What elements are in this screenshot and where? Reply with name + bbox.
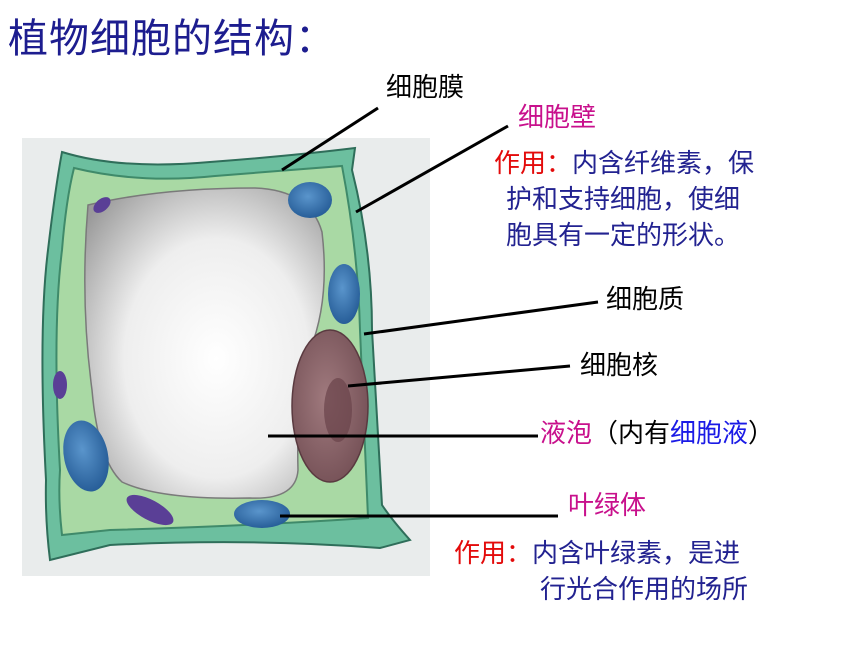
function-prefix: 作用：: [494, 149, 573, 179]
vacuole-text: 液泡: [540, 419, 593, 449]
function-text-line: 行光合作用的场所: [540, 575, 749, 605]
leader-line-membrane: [281, 106, 379, 172]
chloroplast-shape: [234, 500, 290, 528]
label-nucleus: 细胞核: [580, 351, 659, 381]
function-text-line: 护和支持细胞，使细: [506, 185, 741, 215]
vacuole-shape: [84, 187, 325, 499]
function-text-line: 内含纤维素，保: [572, 149, 755, 179]
label-vacuole: 液泡（内有细胞液）: [540, 419, 775, 450]
leader-line-cytoplasm: [363, 300, 599, 336]
leader-line-nucleus: [347, 364, 571, 388]
page-title: 植物细胞的结构：: [8, 16, 336, 62]
cell-sap-text: 细胞液: [670, 419, 749, 449]
leader-line-wall: [355, 124, 509, 214]
chloroplast-shape: [53, 371, 67, 399]
chloroplast-shape: [328, 264, 360, 324]
chloroplast-shape: [126, 494, 174, 526]
label-cytoplasm: 细胞质: [606, 285, 685, 315]
label-chloroplast: 叶绿体: [568, 491, 647, 521]
function-text-line: 内含叶绿素，是进: [532, 539, 741, 569]
function-text-line: 胞具有一定的形状。: [506, 221, 741, 251]
label-cell-wall: 细胞壁: [518, 103, 597, 133]
chloroplast-shape: [93, 197, 111, 213]
chloroplast-function: 作用：内含叶绿素，是进 行光合作用的场所: [454, 536, 748, 608]
nucleolus-shape: [324, 378, 352, 442]
function-prefix: 作用：: [454, 539, 533, 569]
label-cell-membrane: 细胞膜: [386, 73, 465, 103]
vacuole-open-paren: （内有: [592, 419, 671, 449]
chloroplast-shape: [63, 420, 109, 492]
vacuole-close-paren: ）: [748, 419, 775, 449]
cell-wall-function: 作用：内含纤维素，保 护和支持细胞，使细 胞具有一定的形状。: [494, 146, 754, 254]
chloroplast-shape: [288, 182, 332, 218]
